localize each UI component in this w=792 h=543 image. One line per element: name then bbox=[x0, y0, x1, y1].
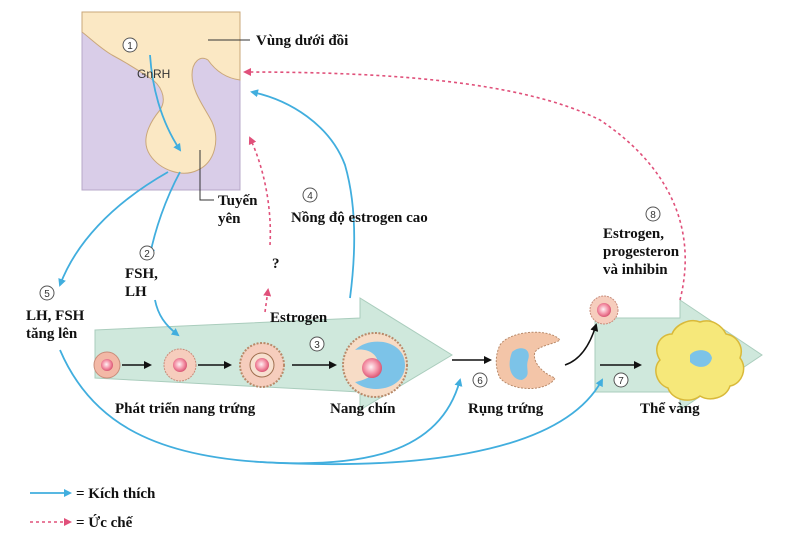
step-7-number: 7 bbox=[618, 376, 624, 387]
step-4-badge bbox=[302, 187, 318, 203]
step-5-number: 5 bbox=[44, 289, 50, 300]
step-5-badge bbox=[39, 285, 55, 301]
fsh-lh-to-follicle-arrow bbox=[154, 299, 180, 337]
mature-follicle bbox=[342, 332, 408, 398]
hypothalamus-tissue bbox=[81, 11, 241, 174]
high-estrogen-label: Nồng độ estrogen cao bbox=[291, 210, 428, 226]
surge-to-corpus-luteum-arrow bbox=[259, 378, 603, 465]
step-1-badge bbox=[122, 37, 138, 53]
legend: = Kích thích = Ức chế bbox=[30, 486, 156, 531]
high-estrogen-arrow bbox=[250, 89, 356, 299]
step-2-number: 2 bbox=[144, 249, 150, 260]
pituitary-label-line1: Tuyến bbox=[218, 193, 258, 209]
mature-follicle-label: Nang chín bbox=[330, 401, 396, 417]
ovulated-follicle bbox=[495, 331, 561, 389]
gnrh-arrow bbox=[149, 54, 182, 152]
pituitary-leader bbox=[199, 150, 214, 201]
corpus-luteum bbox=[655, 320, 745, 401]
released-egg bbox=[589, 295, 619, 325]
lh-fsh-label-line2: tăng lên bbox=[26, 326, 78, 342]
hormones-label-line2: progesteron bbox=[603, 244, 680, 260]
corpus-luteum-label: Thể vàng bbox=[640, 401, 700, 417]
follicle-development-label: Phát triển nang trứng bbox=[115, 401, 256, 417]
follicle-tertiary bbox=[239, 342, 285, 388]
legend-stimulate-label: = Kích thích bbox=[76, 486, 156, 502]
estrogen-inhibit-arrow bbox=[263, 288, 272, 313]
step-6-number: 6 bbox=[477, 376, 483, 387]
step-3-number: 3 bbox=[314, 340, 320, 351]
pituitary-label-line2: yên bbox=[218, 211, 241, 227]
step-7-badge bbox=[613, 372, 629, 388]
question-inhibit-arrow bbox=[248, 136, 272, 246]
fsh-lh-label-line1: FSH, bbox=[125, 266, 158, 282]
step-1-number: 1 bbox=[127, 41, 133, 52]
follicle-primary bbox=[93, 351, 121, 379]
hormones-inhibit-arrow bbox=[243, 68, 686, 301]
brain-panel bbox=[81, 11, 241, 191]
legend-inhibit-label: = Ức chế bbox=[76, 514, 134, 531]
lh-fsh-label-line1: LH, FSH bbox=[26, 308, 85, 324]
question-label: ? bbox=[272, 256, 280, 272]
estrogen-label: Estrogen bbox=[270, 310, 328, 326]
hypothalamus-label: Vùng dưới đồi bbox=[256, 33, 348, 49]
step-4-number: 4 bbox=[307, 191, 313, 202]
step-8-badge bbox=[645, 206, 661, 222]
step-6-badge bbox=[472, 372, 488, 388]
hormones-label-line3: và inhibin bbox=[603, 262, 668, 278]
ovulation-label: Rụng trứng bbox=[468, 401, 544, 417]
hormones-label-line1: Estrogen, bbox=[603, 226, 664, 242]
step-8-number: 8 bbox=[650, 210, 656, 221]
follicle-secondary bbox=[163, 348, 197, 382]
lh-fsh-surge-arrow bbox=[58, 171, 169, 287]
step-3-badge bbox=[309, 336, 325, 352]
gnrh-label: GnRH bbox=[137, 67, 170, 81]
egg-release-arrow bbox=[564, 323, 599, 366]
step-2-badge bbox=[139, 245, 155, 261]
fsh-lh-label-line2: LH bbox=[125, 284, 147, 300]
